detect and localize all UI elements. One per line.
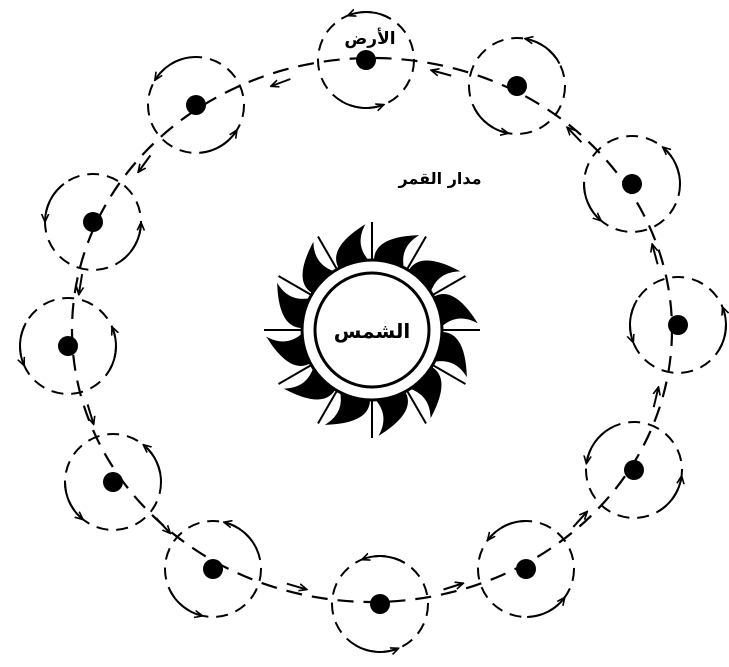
moon-direction-arrow — [663, 148, 680, 186]
moon-orbit-label: مدار القمر — [397, 169, 481, 188]
orbit-direction-arrow — [139, 155, 151, 171]
sun-label: الشمس — [334, 319, 410, 343]
moon-direction-arrow — [630, 300, 637, 342]
orbit-direction-arrow — [287, 584, 306, 590]
moon-direction-arrow — [65, 481, 82, 519]
earth-dot — [622, 174, 642, 194]
moon-direction-arrow — [225, 522, 257, 549]
earth-dot — [83, 212, 103, 232]
moon-direction-arrow — [45, 184, 64, 221]
orbit-direction-arrow — [444, 584, 463, 590]
moon-direction-arrow — [122, 223, 141, 260]
earth-dot — [186, 95, 206, 115]
orbit-direction-arrow — [272, 79, 291, 86]
orbit-direction-arrow — [654, 388, 659, 407]
moon-direction-arrow — [584, 182, 600, 220]
earth-dot — [370, 594, 390, 614]
moon-direction-arrow — [474, 108, 507, 133]
moon-direction-arrow — [20, 323, 26, 365]
moon-direction-arrow — [110, 328, 116, 370]
sun-icon: الشمس — [264, 222, 480, 438]
earth-dot — [668, 315, 688, 335]
moon-direction-arrow — [169, 589, 201, 616]
orbit-direction-arrow — [79, 274, 82, 294]
moon-direction-arrow — [526, 39, 560, 64]
moon-direction-arrow — [363, 556, 405, 563]
earth-dot — [103, 472, 123, 492]
moon-direction-arrow — [658, 477, 681, 512]
orbit-direction-arrow — [652, 245, 657, 264]
earth-dot — [58, 336, 78, 356]
moon-direction-arrow — [342, 101, 384, 108]
earth-dot — [203, 559, 223, 579]
earth-dot — [516, 559, 536, 579]
orbit-direction-arrow — [156, 518, 170, 533]
earth-dot — [624, 460, 644, 480]
moon-direction-arrow — [144, 445, 161, 483]
moon-direction-arrow — [527, 598, 564, 617]
orbit-direction-arrow — [432, 70, 451, 75]
earth-dot — [507, 76, 527, 96]
moon-direction-arrow — [587, 428, 611, 463]
earth-label: الأرض — [344, 28, 395, 49]
moon-direction-arrow — [349, 12, 391, 19]
moon-direction-arrow — [155, 57, 190, 79]
moon-direction-arrow — [356, 646, 398, 652]
earth-dot — [356, 50, 376, 70]
moon-direction-arrow — [201, 131, 237, 153]
moon-direction-arrow — [719, 308, 726, 350]
moon-direction-arrow — [488, 521, 525, 540]
